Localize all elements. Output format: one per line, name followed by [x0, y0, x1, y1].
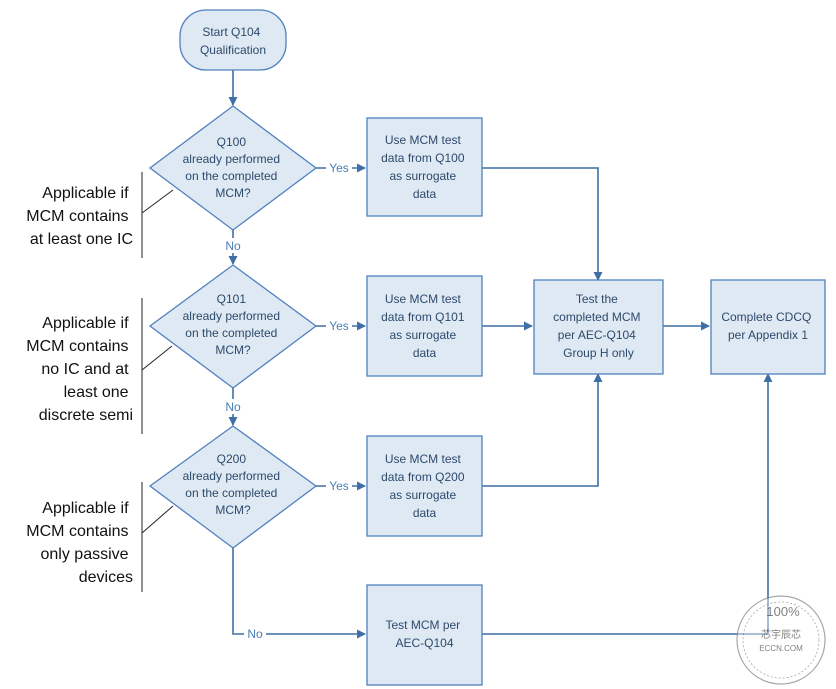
edge-label-no-q101: No	[225, 400, 241, 414]
use-q101-box	[366, 275, 483, 377]
watermark-name: 芯宇辰芯	[761, 628, 801, 641]
edge-label-yes-q101: Yes	[329, 319, 349, 333]
edge-label-yes-q200: Yes	[329, 479, 349, 493]
test-q104-label: Test MCM per AEC-Q104	[385, 618, 463, 650]
decision-q200-label: Q200 already performed on the completed …	[183, 452, 284, 517]
note-semi: Applicable if MCM contains no IC and at …	[26, 315, 133, 424]
watermark-site: ECCN.COM	[759, 644, 803, 653]
edge-testq104-to-cdcq	[482, 373, 773, 635]
note-passive: Applicable if MCM contains only passive …	[26, 500, 133, 586]
complete-cdcq-label: Complete CDCQ per Appendix 1	[721, 310, 814, 342]
edge-label-yes-q100: Yes	[329, 161, 349, 175]
edge-q200-no	[232, 548, 366, 639]
test-group-h-label: Test the completed MCM per AEC-Q104 Grou…	[553, 292, 644, 360]
use-q100-box	[366, 117, 483, 217]
edge-useq100-to-test	[482, 167, 603, 281]
edge-label-no-q100: No	[225, 239, 241, 253]
use-q100-label: Use MCM test data from Q100 as surrogate…	[381, 133, 468, 201]
start-node-label: Start Q104 Qualification	[200, 25, 266, 57]
use-q200-box	[366, 435, 483, 537]
note-passive-connector	[141, 505, 174, 534]
note-ic-connector	[141, 189, 174, 214]
decision-q101	[148, 264, 318, 389]
watermark-percent: 100%	[766, 604, 800, 619]
decision-q100	[148, 105, 318, 231]
note-ic: Applicable if MCM contains at least one …	[26, 185, 133, 248]
edge-useq200-to-test	[482, 373, 603, 487]
note-semi-connector	[141, 345, 173, 371]
test-q104-box	[366, 584, 483, 686]
edge-label-no-q200: No	[247, 627, 263, 641]
complete-cdcq-box	[710, 279, 826, 375]
use-q200-label: Use MCM test data from Q200 as surrogate…	[381, 452, 468, 520]
start-node	[179, 9, 287, 71]
decision-q101-label: Q101 already performed on the completed …	[183, 292, 284, 357]
use-q101-label: Use MCM test data from Q101 as surrogate…	[381, 292, 468, 360]
test-group-h-box	[533, 279, 664, 375]
decision-q100-label: Q100 already performed on the completed …	[183, 135, 284, 200]
decision-q200	[148, 425, 318, 549]
watermark-stamp: 100% 芯宇辰芯 ECCN.COM	[736, 595, 826, 685]
